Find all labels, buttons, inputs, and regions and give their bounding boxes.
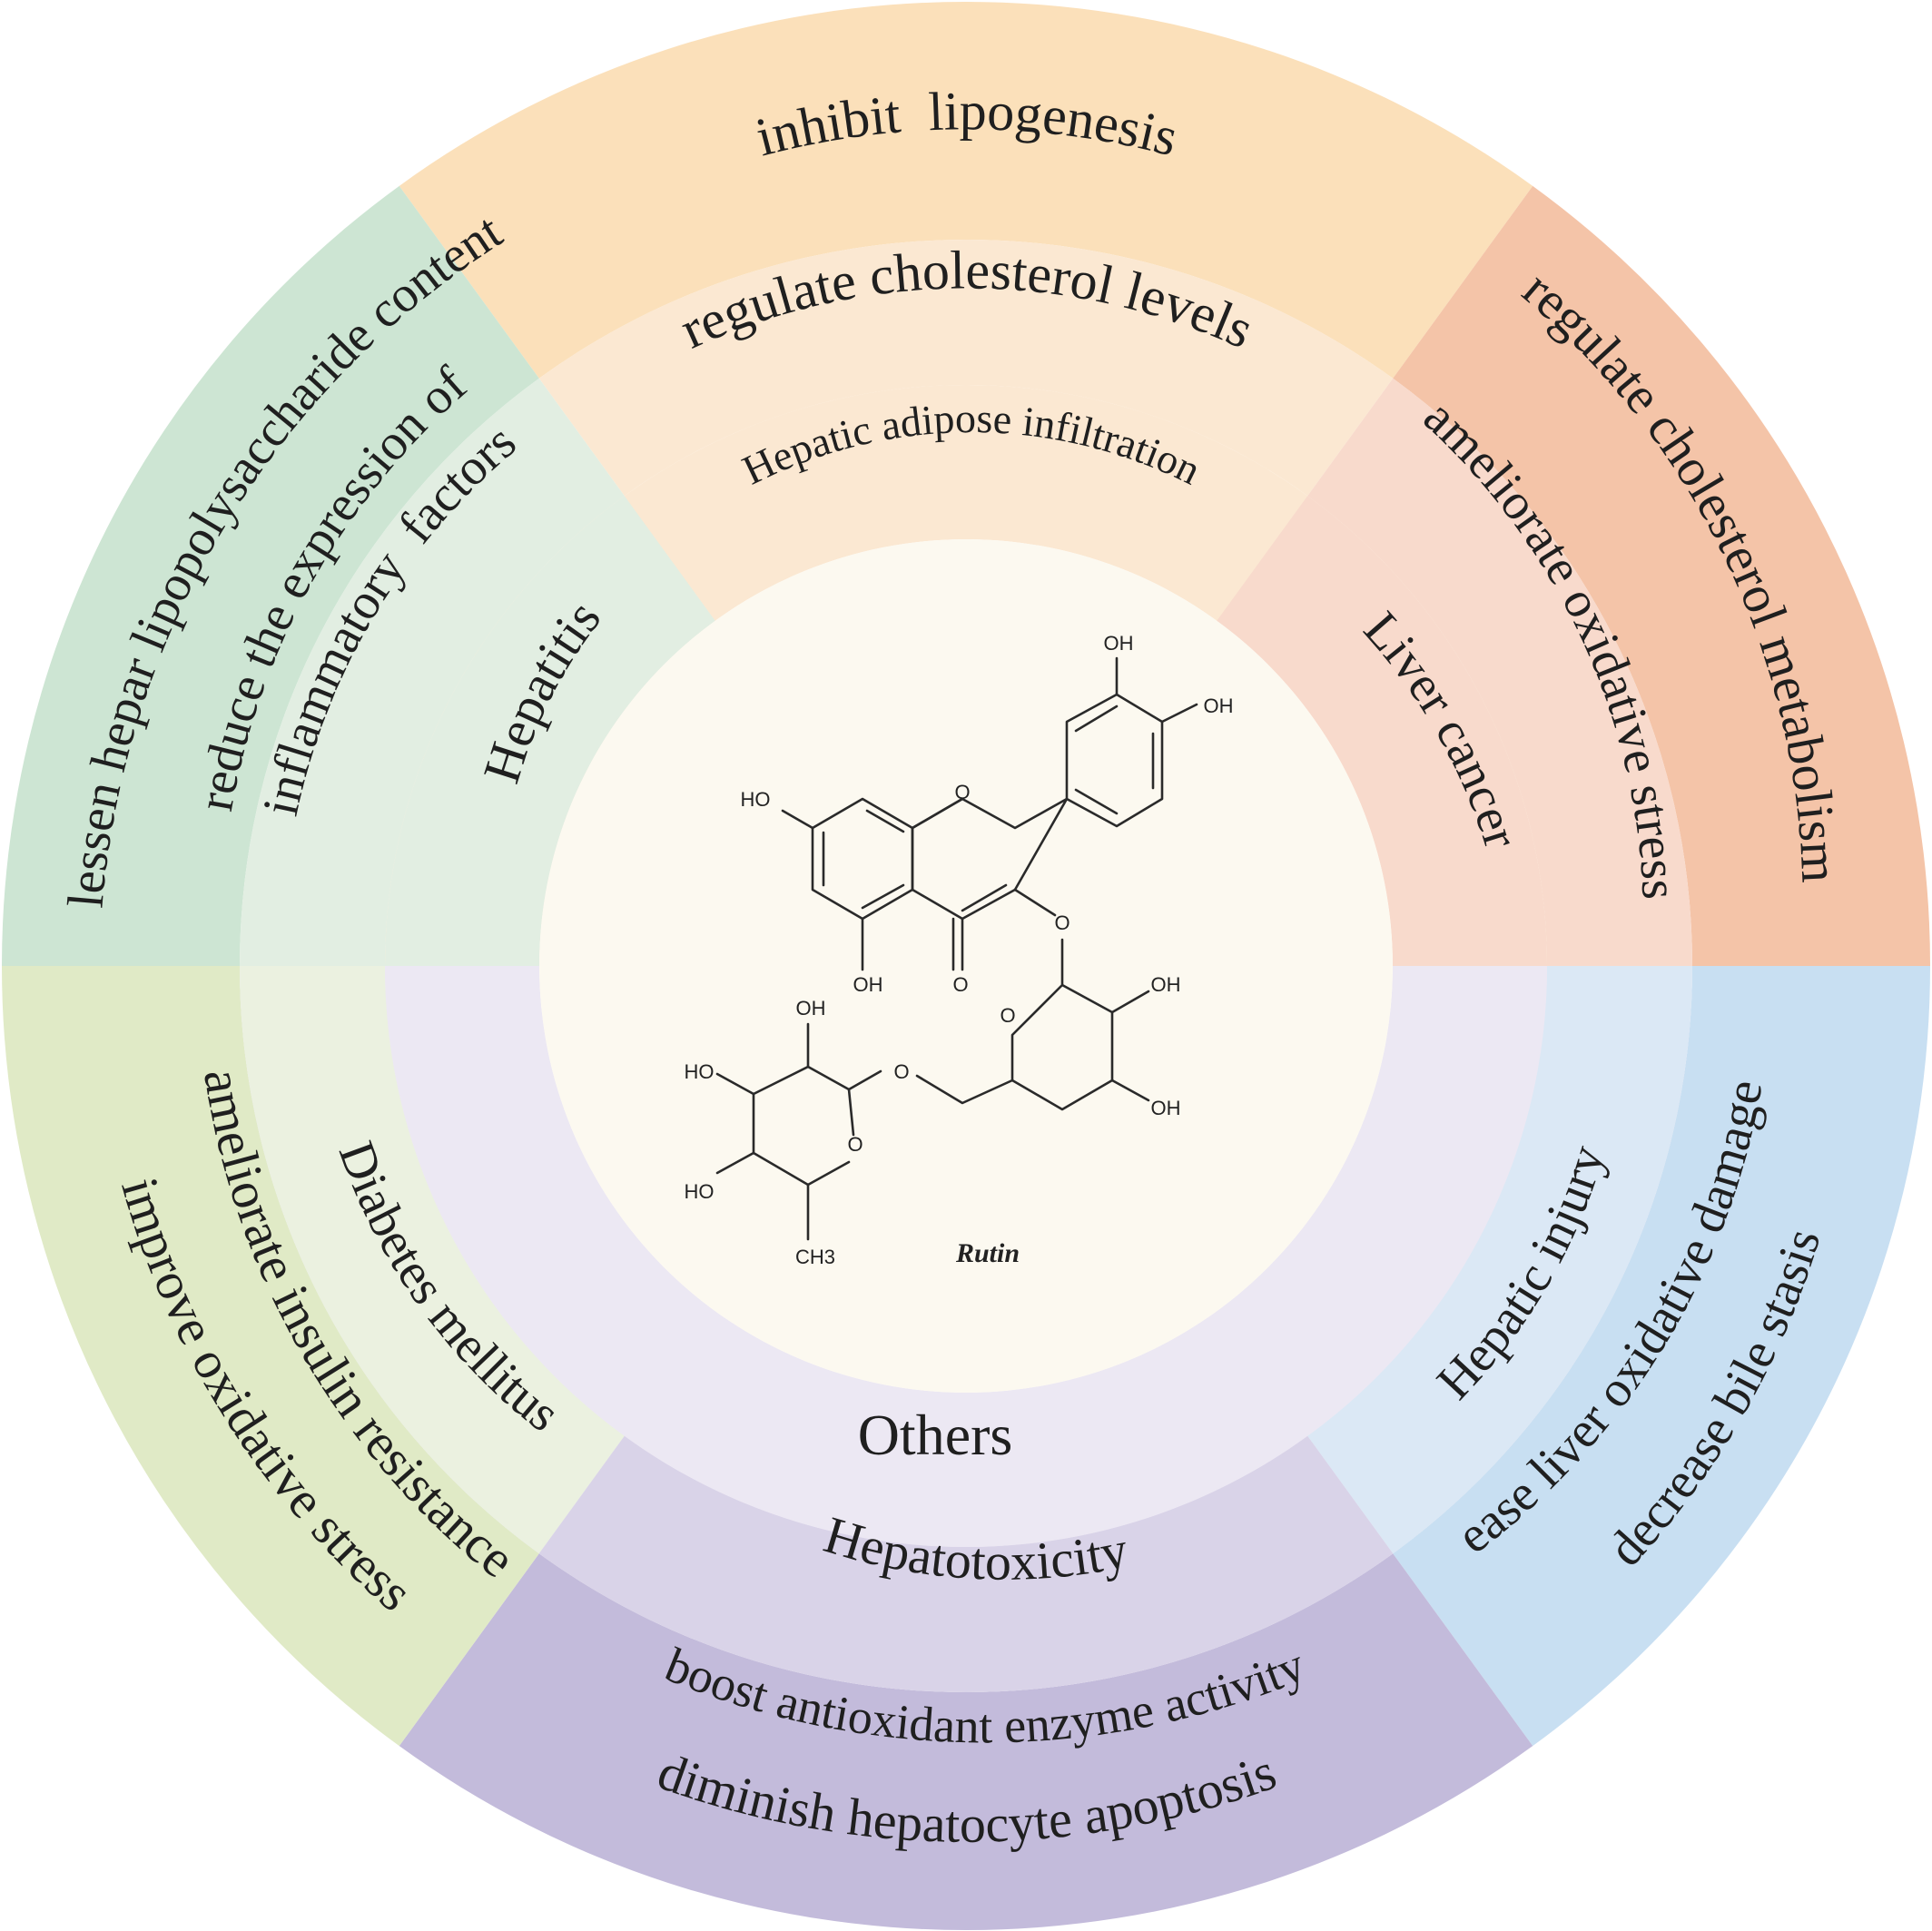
sector-cancer-mid [1307, 378, 1692, 967]
sector-injury-outer [1393, 966, 1930, 1747]
sector-hep-mid [240, 378, 625, 967]
atom-label-oh-right: OH [1204, 695, 1234, 717]
sector-others-inner [385, 966, 1547, 1547]
sector-tox-band [538, 1435, 1394, 1692]
sector-lipid-outer [399, 2, 1533, 379]
others-label: Others [858, 1403, 1013, 1467]
sector-tox-outer [399, 1553, 1533, 1930]
sector-diab-outer [2, 966, 539, 1747]
sector-cancer-inner [1217, 496, 1547, 966]
atom-label-o-carbonyl: O [952, 973, 968, 996]
atom-label-oh-s2a: OH [796, 997, 826, 1020]
atom-label-o-link2: O [893, 1060, 909, 1083]
sector-cancer-outer [1393, 185, 1930, 966]
atom-label-oh-top: OH [1104, 632, 1134, 655]
atom-label-ho-s2b: HO [685, 1060, 715, 1083]
sector-diab-band [240, 966, 625, 1554]
molecule-name: Rutin [955, 1238, 1020, 1268]
atom-label-o-sugar1: O [1000, 1004, 1015, 1027]
atom-label-oh-s1a: OH [1151, 973, 1181, 996]
atom-label-ho-s2c: HO [685, 1180, 715, 1203]
atom-label-o-sugar2: O [847, 1133, 862, 1156]
sector-upper-inner [385, 385, 1547, 966]
sector-lipid-mid [538, 239, 1394, 497]
sector-hep-inner [385, 496, 715, 966]
atom-label-ho-left: HO [741, 788, 771, 811]
sector-injury-band [1307, 966, 1692, 1554]
atom-label-o-link: O [1054, 911, 1070, 934]
center-disc [539, 539, 1393, 1393]
atom-label-oh-bottom: OH [853, 973, 883, 996]
rutin-structure: OH OH HO OH O O O O OH OH O O OH HO HO CH3 Rutin [685, 632, 1234, 1268]
atom-label-ch3: CH3 [795, 1246, 835, 1268]
atom-label-oh-s1b: OH [1151, 1097, 1181, 1119]
atom-label-o-ring: O [954, 781, 970, 803]
sector-hep-outer [2, 185, 539, 966]
